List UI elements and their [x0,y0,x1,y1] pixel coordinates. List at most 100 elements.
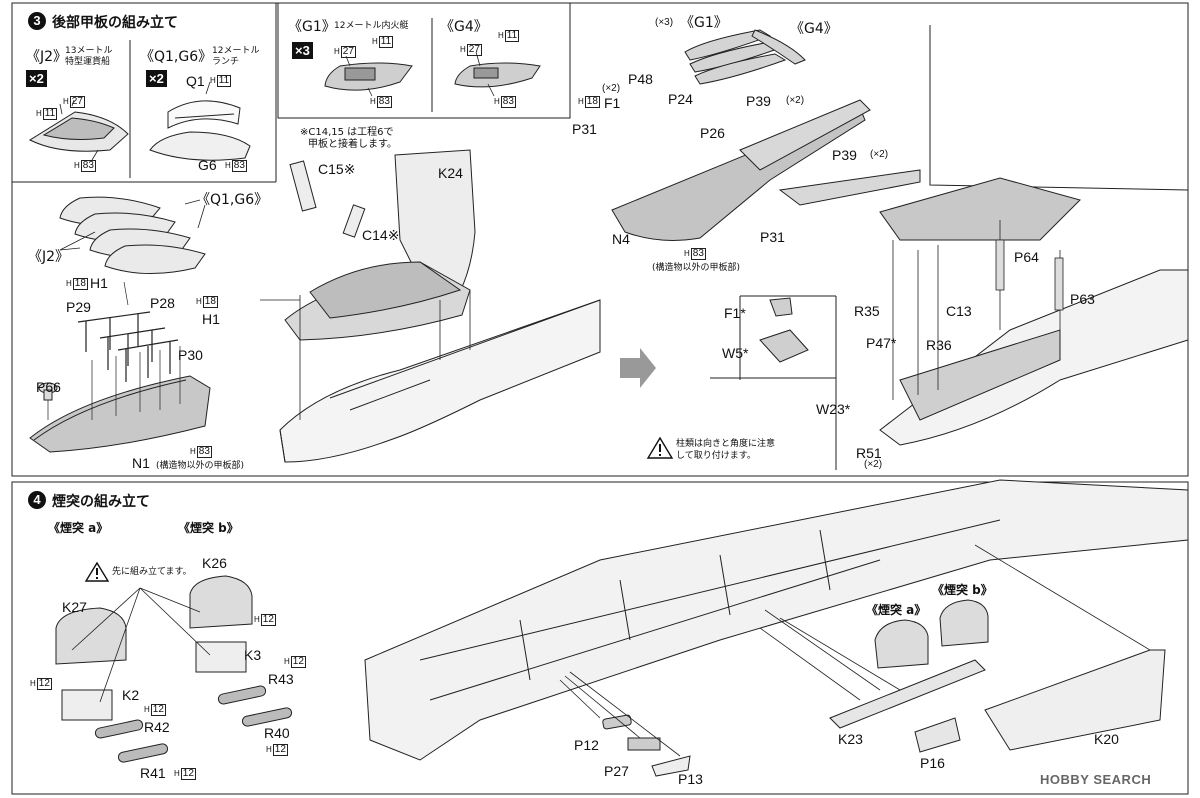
part-w23: W23* [816,401,851,417]
hull-right-drawing [879,177,1189,446]
part-h1-b: H1 [202,311,220,327]
part-p64: P64 [1014,249,1039,265]
part-r35: R35 [854,303,880,319]
step4-frame [11,481,1189,795]
part-p26: P26 [700,125,725,141]
part-p63: P63 [1070,291,1095,307]
part-k24: K24 [438,165,463,181]
part-k27: K27 [62,599,87,615]
j2-desc1: 13メートル [65,46,113,56]
q1g6-desc2: ランチ [212,57,240,67]
part-p48: P48 [628,71,653,87]
part-f1-star: F1* [724,305,746,321]
part-p16: P16 [920,755,945,771]
g1-boat-drawing [324,62,413,91]
part-k23: K23 [838,731,863,747]
part-k3: K3 [244,647,262,663]
step4-title: 煙突の組み立て [52,494,150,510]
g1-stack-drawing [684,29,806,85]
part-p39-b: P39 [832,147,857,163]
part-p28: P28 [150,295,175,311]
x2-r51: (×2) [864,459,883,470]
part-r51: R51 [856,445,882,461]
n4-deck-note: (構造物以外の甲板部) [652,263,741,273]
step3-title: 後部甲板の組み立て [52,15,178,31]
pre-assemble-note: 先に組み立てます。 [112,567,192,577]
funnel-a-ref: 《煙突 a》 [866,603,927,617]
q1g6-ref-label: 《Q1,G6》 [196,192,269,208]
j2-ref-label: 《J2》 [28,249,70,265]
part-r42: R42 [144,719,170,735]
pillar-note: 柱類は向きと角度に注意 して取り付けます。 [676,439,776,461]
q1-boat-drawing [149,100,251,161]
part-p12: P12 [574,737,599,753]
c1415-note-2: 甲板と接着します。 [308,139,397,150]
part-w5: W5* [722,345,749,361]
g4-ref-label: 《G4》 [790,21,838,37]
boat-stack-drawing [59,196,206,274]
n1-deck-note: (構造物以外の甲板部) [156,461,245,471]
g4-boat-drawing [454,62,541,88]
part-p13: P13 [678,771,703,787]
part-r36: R36 [926,337,952,353]
part-p31-b: P31 [760,229,785,245]
g1-ref-label: 《G1》 [680,15,728,31]
part-g6: G6 [198,157,217,173]
funnel-b-title: 《煙突 b》 [178,521,239,535]
p12-p27-p13-drawing [602,714,691,777]
q1g6-desc1: 12メートル [212,46,260,56]
part-p66: P66 [36,379,61,395]
part-p27: P27 [604,763,629,779]
step3-frame [11,2,1189,477]
part-p47: P47* [866,335,897,351]
part-c15: C15※ [318,161,356,177]
q1g6-group-title: 《Q1,G6》 [140,49,213,65]
funnel-a-title: 《煙突 a》 [48,521,109,535]
part-k26: K26 [202,555,227,571]
x2-p39: (×2) [786,95,805,106]
part-n4: N4 [612,231,630,247]
g1-desc: 12メートル内火艇 [334,21,409,31]
part-p31: P31 [572,121,597,137]
q1g6-multiplier: ×2 [146,70,167,87]
part-c14: C14※ [362,227,400,243]
warning-icon [84,436,674,582]
funnel-b-drawing [189,575,293,727]
funnel-b-ref: 《煙突 b》 [932,583,993,597]
part-r41: R41 [140,765,166,781]
k23-assembly-drawing [829,599,1166,753]
funnel-a-drawing [55,607,169,763]
w5-detail-drawing [759,297,809,363]
j2-group-title: 《J2》 [26,49,68,65]
g1-multiplier: ×3 [292,42,313,59]
step3-number: 3 [28,12,46,30]
part-p24: P24 [668,91,693,107]
x2-f1: (×2) [602,83,621,94]
part-n1: N1 [132,455,150,471]
hull-step4-drawing [364,479,1189,761]
g1-group-title: 《G1》 [288,19,336,35]
part-k2: K2 [122,687,140,703]
j2-multiplier: ×2 [26,70,47,87]
watermark-logo: HOBBY SEARCH [1040,772,1152,787]
x2-p39-b: (×2) [870,149,889,160]
n4-deck-drawing [611,99,921,241]
j2-desc2: 特型運貨船 [65,57,111,67]
